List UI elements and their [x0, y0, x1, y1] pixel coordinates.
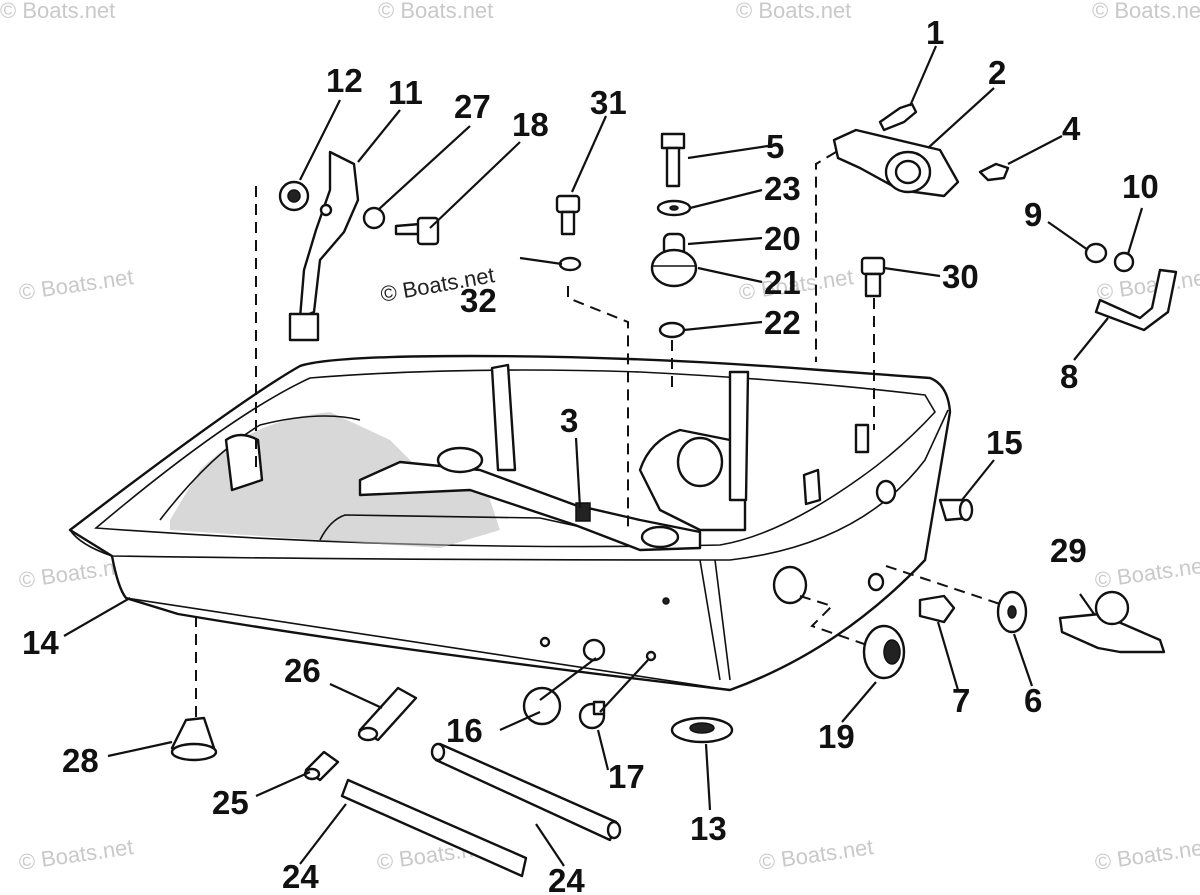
- callout-15: 15: [986, 424, 1023, 461]
- callout-19: 19: [818, 718, 855, 755]
- callout-32: 32: [460, 282, 497, 319]
- watermark-text: © Boats.net: [736, 0, 851, 23]
- callout-18: 18: [512, 106, 549, 143]
- washer-22: [658, 321, 686, 339]
- callout-20: 20: [764, 220, 801, 257]
- grommet-13: [670, 716, 734, 744]
- callout-10: 10: [1122, 168, 1159, 205]
- shift-lever-11: [288, 150, 360, 342]
- washer-27: [362, 206, 386, 230]
- callout-6: 6: [1024, 682, 1042, 719]
- callout-31: 31: [590, 84, 627, 121]
- seal-strip-24: [340, 742, 622, 878]
- callout-3: 3: [560, 402, 578, 439]
- callout-25: 25: [212, 784, 249, 821]
- screw-18: [394, 216, 440, 246]
- nut-10: [1113, 251, 1135, 273]
- watermark-text: © Boats.net: [17, 834, 135, 875]
- nut-9: [1084, 242, 1108, 264]
- callout-14: 14: [22, 624, 59, 661]
- callout-5: 5: [766, 128, 784, 165]
- callout-30: 30: [942, 258, 979, 295]
- watermark-text: © Boats.net: [757, 834, 875, 875]
- callout-12: 12: [326, 62, 363, 99]
- grommet-12: [278, 180, 310, 212]
- callout-13: 13: [690, 810, 727, 847]
- sleeve-15: [938, 498, 974, 522]
- callout-23: 23: [764, 170, 801, 207]
- bolt-5: [660, 132, 686, 188]
- plug-16: [522, 686, 562, 726]
- watermark-text: © Boats.net: [0, 0, 115, 23]
- callout-numbers: 1 2 3 4 5 6 7 8 9 10 11 12 13 14 15 16 1…: [22, 14, 1159, 895]
- callout-1: 1: [926, 14, 944, 51]
- watermark-text: © Boats.net: [1092, 0, 1200, 23]
- callout-16: 16: [446, 712, 483, 749]
- callout-22: 22: [764, 304, 801, 341]
- lower-cowl-pan: [68, 354, 952, 692]
- watermark-text: © Boats.net: [1093, 834, 1200, 875]
- watermark-text: © Boats.net: [1095, 264, 1200, 305]
- plug-17: [578, 700, 606, 730]
- callout-21: 21: [764, 264, 801, 301]
- washer-23: [656, 199, 692, 217]
- assembly-lines: [195, 151, 1001, 720]
- screw-1: [878, 102, 918, 132]
- callout-29: 29: [1050, 532, 1087, 569]
- fuel-fitting-29: [1058, 590, 1166, 654]
- tube-25: [303, 750, 340, 782]
- screw-31: [555, 194, 581, 236]
- callout-24: 24: [548, 862, 585, 895]
- tube-26: [357, 686, 418, 742]
- connector-7: [918, 594, 956, 624]
- washer-32: [558, 256, 582, 272]
- grommet-19: [862, 624, 906, 680]
- callout-4: 4: [1062, 110, 1081, 147]
- screw-4: [978, 162, 1010, 182]
- grommet-21: [650, 248, 698, 288]
- callout-26: 26: [284, 652, 321, 689]
- screw-30: [860, 256, 886, 298]
- watermark-text: © Boats.net: [1093, 552, 1200, 593]
- callout-7: 7: [952, 682, 970, 719]
- leader-lines: [63, 45, 1144, 867]
- rod-8: [1094, 268, 1178, 332]
- callout-11: 11: [388, 74, 423, 111]
- bracket-2: [832, 128, 960, 198]
- callout-17: 17: [608, 758, 645, 795]
- callout-28: 28: [62, 742, 99, 779]
- callout-2: 2: [988, 54, 1006, 91]
- washer-6: [996, 590, 1028, 634]
- callout-27: 27: [454, 88, 491, 125]
- watermark-text: © Boats.net: [378, 0, 493, 23]
- callout-9: 9: [1024, 196, 1042, 233]
- clip-28: [170, 716, 218, 762]
- screw-3-plug: [582, 638, 606, 662]
- callout-8: 8: [1060, 358, 1078, 395]
- callout-24: 24: [282, 858, 319, 895]
- watermark-text: © Boats.net: [17, 264, 135, 305]
